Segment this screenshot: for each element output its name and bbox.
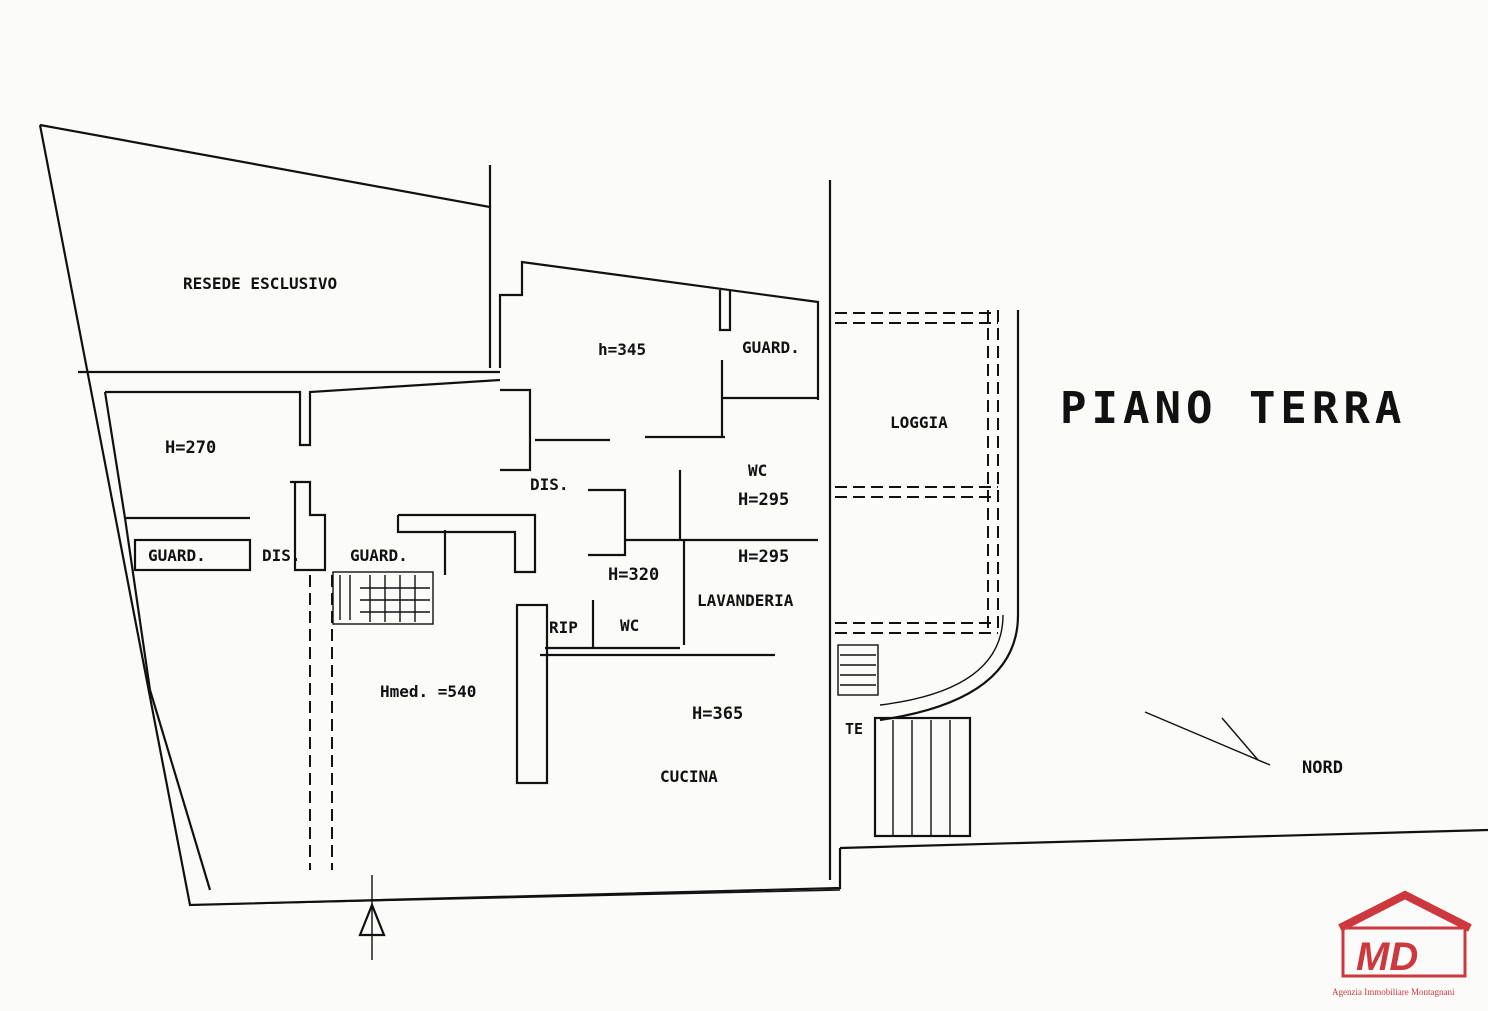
room-h270-label: H=270 [165, 438, 216, 458]
room-h365-label: H=365 [692, 704, 743, 724]
room-guard-left-label: GUARD. [148, 546, 206, 565]
dashed-lines [309, 310, 999, 870]
north-label: NORD [1302, 758, 1343, 778]
room-guard-mid-label: GUARD. [350, 546, 408, 565]
room-loggia-label: LOGGIA [890, 413, 948, 432]
outer-walls [38, 123, 1488, 907]
logo-mark: MD [1356, 935, 1418, 979]
room-guard-top-label: GUARD. [742, 338, 800, 357]
room-dis-center-label: DIS. [530, 475, 569, 494]
agency-logo: MD Agenzia Immobiliare Montagnani [1332, 890, 1472, 997]
room-te-label: TE [845, 720, 863, 738]
room-wc-top-label: WC [748, 461, 767, 480]
plan-title: PIANO TERRA [1060, 383, 1406, 434]
room-h345-label: h=345 [598, 340, 646, 359]
room-lavanderia-label: LAVANDERIA [697, 591, 794, 610]
logo-tagline: Agenzia Immobiliare Montagnani [1332, 987, 1455, 997]
logo-badge [1341, 926, 1467, 978]
room-resede-label: RESEDE ESCLUSIVO [183, 274, 337, 293]
logo-roof-icon [1338, 890, 1472, 932]
loggia-outline [837, 310, 1020, 838]
room-wc-bottom-label: WC [620, 616, 639, 635]
room-h295b-label: H=295 [738, 547, 789, 567]
room-cucina-label: CUCINA [660, 767, 718, 786]
entrance-arrow-icon [358, 875, 386, 960]
room-h295a-label: H=295 [738, 490, 789, 510]
room-hmed-label: Hmed. =540 [380, 682, 476, 701]
room-rip-label: RIP [549, 618, 578, 637]
north-arrow-icon [1144, 711, 1271, 766]
interior-walls [133, 290, 818, 785]
room-h320-label: H=320 [608, 565, 659, 585]
room-dis-left-label: DIS. [262, 546, 301, 565]
